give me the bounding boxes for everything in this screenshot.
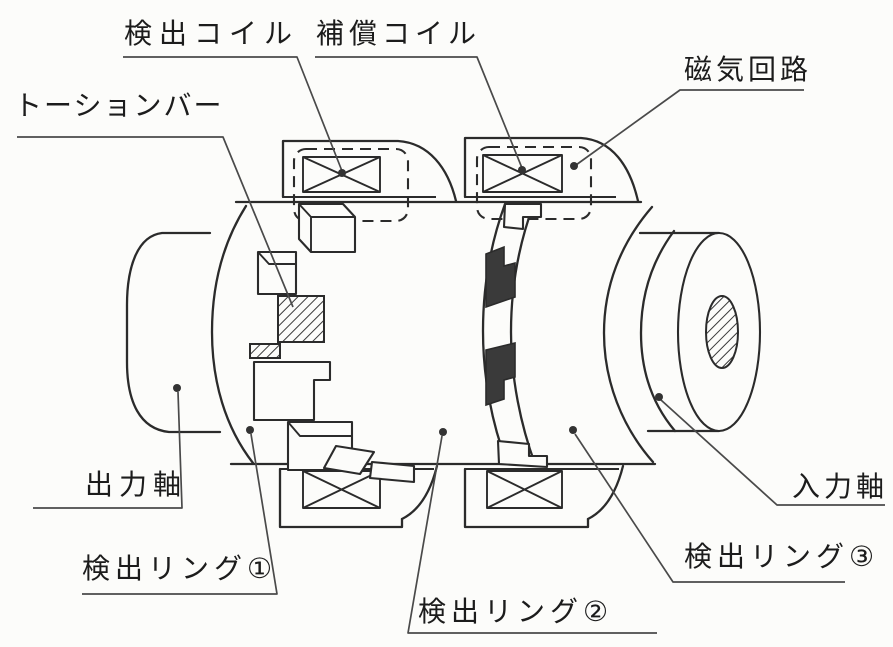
leader-torsion-bar bbox=[17, 137, 293, 307]
ring-2-window-upper bbox=[486, 247, 515, 307]
coil-assembly-bottom-right bbox=[465, 466, 623, 527]
callout-input-shaft: 入力軸 bbox=[792, 471, 889, 502]
tooth-lower-left bbox=[254, 362, 330, 420]
coil-housing bbox=[280, 469, 402, 527]
ring-2-bottom-notch bbox=[498, 441, 547, 467]
callout-output-shaft: 出力軸 bbox=[85, 469, 188, 500]
ref-dot-input-shaft bbox=[655, 393, 663, 401]
coil-housing bbox=[465, 138, 638, 201]
callout-torsion-bar: トーションバー bbox=[14, 90, 224, 121]
coil-symbol-bottom-right bbox=[487, 471, 562, 508]
detection-coil-symbol bbox=[303, 157, 380, 192]
main-body-outline bbox=[127, 202, 760, 464]
detection-ring-1-outline bbox=[212, 206, 253, 463]
leader-magnetic-circuit bbox=[576, 90, 804, 165]
leader-detection-ring-1 bbox=[82, 434, 277, 594]
ref-dot-detection-ring-2 bbox=[439, 428, 447, 436]
coil-housing-bell-arc bbox=[588, 466, 623, 519]
detection-ring-2-inner-arc bbox=[511, 206, 535, 464]
callout-detection-ring-1: 検出リング① bbox=[82, 553, 278, 584]
leader-detection-coil bbox=[123, 57, 342, 171]
ref-dot-compensation-coil bbox=[518, 166, 526, 174]
callout-detection-coil: 検出コイル bbox=[124, 18, 300, 49]
callout-magnetic-circuit: 磁気回路 bbox=[684, 54, 813, 85]
callout-compensation-coil: 補償コイル bbox=[316, 18, 482, 49]
leader-compensation-coil bbox=[315, 57, 522, 168]
coil-assembly-top-left bbox=[283, 141, 456, 221]
tooth-top bbox=[299, 204, 355, 252]
detection-ring-3-outer-arc bbox=[604, 207, 653, 462]
ref-dot-detection-coil bbox=[338, 169, 346, 177]
compensation-coil-symbol bbox=[483, 155, 562, 192]
ref-dot-output-shaft bbox=[173, 384, 181, 392]
detection-ring-1-teeth bbox=[250, 204, 547, 482]
magnetic-circuit-dashed-path-right bbox=[477, 147, 591, 219]
leader-detection-ring-2 bbox=[408, 436, 657, 633]
ref-dot-detection-ring-1 bbox=[246, 426, 254, 434]
ring-2-top-notch bbox=[504, 204, 541, 229]
coil-housing bbox=[465, 469, 588, 527]
output-shaft-outline bbox=[127, 233, 220, 432]
callout-detection-ring-3: 検出リング③ bbox=[684, 541, 880, 572]
leader-input-shaft bbox=[661, 400, 885, 505]
coil-assembly-top-right bbox=[465, 138, 638, 219]
detection-ring-3-inner-arc bbox=[641, 231, 675, 431]
ref-dot-magnetic-circuit bbox=[570, 162, 578, 170]
callout-detection-ring-2: 検出リング② bbox=[418, 596, 614, 627]
ref-dot-detection-ring-3 bbox=[569, 426, 577, 434]
detection-ring-2-outer-arc bbox=[483, 204, 507, 463]
tooth-bottom-flag-a bbox=[324, 446, 374, 474]
callout-leader-lines bbox=[17, 57, 885, 633]
ring-2-window-lower bbox=[486, 343, 515, 405]
torsion-bar-hatch bbox=[278, 296, 324, 342]
tooth-bottom-flag-b bbox=[370, 462, 414, 482]
leader-detection-ring-3 bbox=[575, 434, 845, 582]
input-shaft-bore-hatch bbox=[706, 296, 738, 368]
coil-housing bbox=[283, 141, 456, 201]
torsion-bar-hatch-small bbox=[250, 344, 280, 358]
leader-output-shaft bbox=[33, 392, 182, 508]
